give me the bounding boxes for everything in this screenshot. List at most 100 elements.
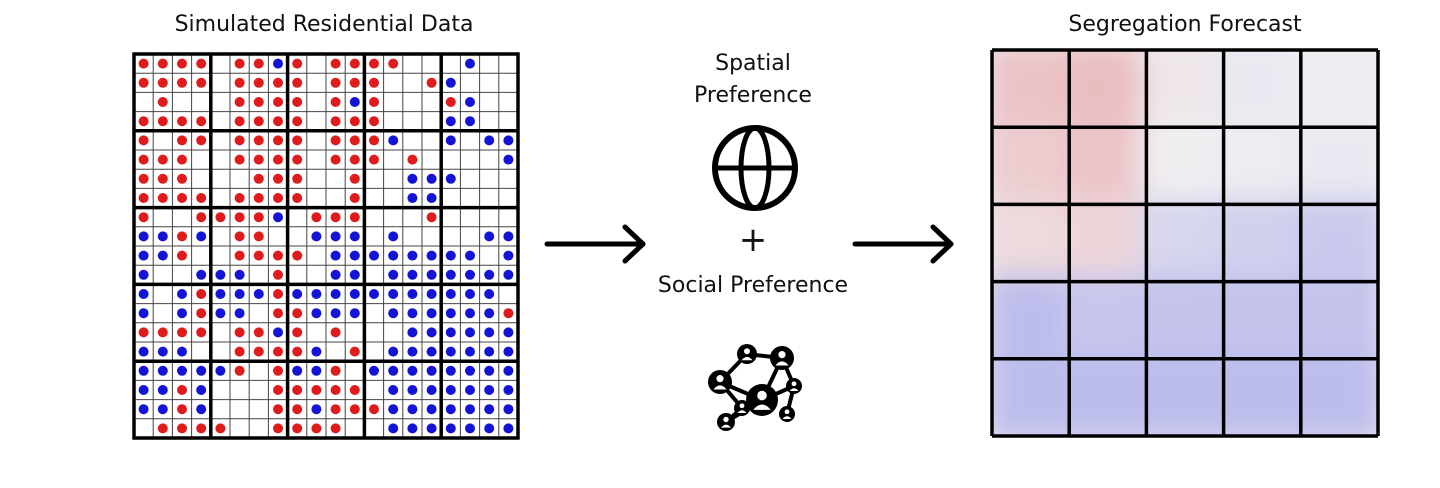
red-resident-dot [426, 212, 437, 223]
blue-resident-dot [388, 269, 399, 280]
blue-resident-dot [273, 212, 283, 223]
blue-resident-dot [484, 231, 495, 242]
blue-resident-dot [388, 423, 399, 434]
blue-resident-dot [311, 404, 322, 415]
blue-resident-dot [503, 423, 514, 434]
blue-resident-dot [465, 250, 475, 261]
red-resident-dot [253, 97, 264, 107]
segregation-forecast-title: Segregation Forecast [1068, 12, 1302, 37]
blue-resident-dot [503, 346, 514, 357]
red-resident-dot [157, 154, 168, 165]
red-resident-dot [157, 97, 168, 107]
red-resident-dot [273, 97, 283, 107]
blue-resident-dot [407, 365, 418, 376]
blue-resident-dot [138, 231, 149, 242]
red-resident-dot [330, 116, 341, 127]
red-resident-dot [234, 193, 245, 203]
red-resident-dot [234, 212, 245, 223]
blue-resident-dot [503, 154, 514, 165]
red-resident-dot [407, 154, 418, 165]
blue-resident-dot [465, 289, 475, 299]
red-resident-dot [330, 404, 341, 415]
forecast-cell [1294, 50, 1378, 134]
red-resident-dot [215, 212, 226, 223]
blue-resident-dot [157, 346, 168, 357]
blue-resident-dot [330, 289, 341, 299]
arrow-right-icon [852, 224, 954, 264]
red-resident-dot [369, 58, 379, 69]
red-resident-dot [138, 212, 149, 223]
blue-resident-dot [369, 250, 379, 261]
person-body [789, 388, 799, 391]
blue-resident-dot [484, 135, 495, 146]
red-resident-dot [273, 77, 283, 88]
blue-resident-dot [138, 269, 149, 280]
red-resident-dot [234, 231, 245, 242]
blue-resident-dot [426, 346, 437, 357]
blue-resident-dot [388, 365, 399, 376]
red-resident-dot [292, 250, 303, 261]
person-body [737, 410, 747, 413]
social-network-icon [708, 344, 802, 431]
blue-resident-dot [426, 308, 437, 319]
red-resident-dot [215, 423, 226, 434]
blue-resident-dot [388, 346, 399, 357]
red-resident-dot [369, 404, 379, 415]
red-resident-dot [292, 423, 303, 434]
blue-resident-dot [196, 365, 207, 376]
blue-resident-dot [349, 97, 360, 107]
blue-resident-dot [330, 250, 341, 261]
blue-resident-dot [177, 308, 187, 319]
red-resident-dot [196, 58, 207, 69]
red-resident-dot [349, 212, 360, 223]
blue-resident-dot [330, 269, 341, 280]
red-resident-dot [177, 116, 187, 127]
red-resident-dot [138, 327, 149, 338]
forecast-svg [990, 48, 1380, 438]
red-resident-dot [369, 116, 379, 127]
forecast-cell [1063, 121, 1153, 211]
blue-resident-dot [445, 289, 456, 299]
red-resident-dot [177, 173, 187, 184]
red-resident-dot [292, 154, 303, 165]
blue-resident-dot [138, 346, 149, 357]
residential-grid [132, 52, 520, 440]
red-resident-dot [330, 385, 341, 395]
red-resident-dot [349, 116, 360, 127]
red-resident-dot [234, 154, 245, 165]
red-resident-dot [292, 116, 303, 127]
red-resident-dot [138, 193, 149, 203]
forecast-cell [1294, 352, 1378, 436]
red-resident-dot [157, 193, 168, 203]
red-resident-dot [253, 346, 264, 357]
blue-resident-dot [445, 173, 456, 184]
person-body [741, 356, 753, 361]
blue-resident-dot [426, 385, 437, 395]
blue-resident-dot [445, 135, 456, 146]
globe-icon [712, 125, 798, 211]
blue-resident-dot [465, 385, 475, 395]
red-resident-dot [157, 58, 168, 69]
red-resident-dot [369, 154, 379, 165]
red-resident-dot [253, 116, 264, 127]
plus-sign: + [738, 220, 768, 260]
forecast-cell [1140, 275, 1230, 365]
blue-resident-dot [215, 269, 226, 280]
blue-resident-dot [196, 404, 207, 415]
blue-resident-dot [157, 404, 168, 415]
blue-resident-dot [426, 404, 437, 415]
red-resident-dot [369, 135, 379, 146]
blue-resident-dot [388, 135, 399, 146]
red-resident-dot [253, 58, 264, 69]
red-resident-dot [253, 212, 264, 223]
red-resident-dot [157, 327, 168, 338]
blue-resident-dot [503, 385, 514, 395]
blue-resident-dot [388, 250, 399, 261]
blue-resident-dot [177, 289, 187, 299]
red-resident-dot [177, 327, 187, 338]
blue-resident-dot [215, 289, 226, 299]
red-resident-dot [349, 58, 360, 69]
red-resident-dot [388, 58, 399, 69]
blue-resident-dot [253, 289, 264, 299]
red-resident-dot [157, 77, 168, 88]
